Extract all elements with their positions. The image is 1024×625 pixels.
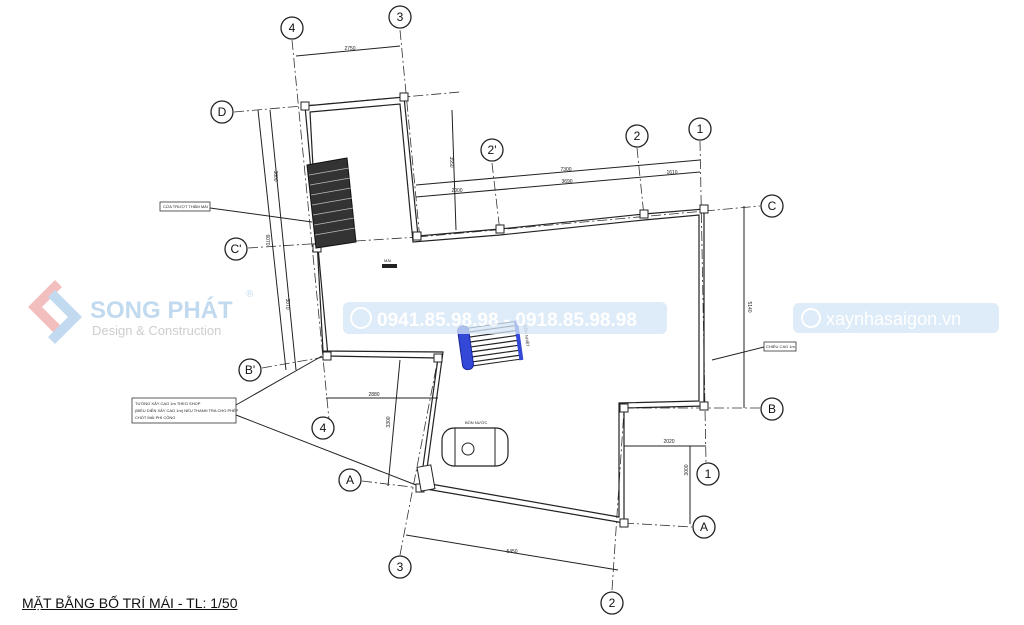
grid-bubble-2-bottom: 2 xyxy=(600,591,624,615)
svg-text:3: 3 xyxy=(397,10,404,24)
grid-bubble-D: D xyxy=(210,100,234,124)
wall-note-1: TƯỜNG XÂY CAO 1m THEO SHOP xyxy=(135,401,201,406)
svg-text:3: 3 xyxy=(397,560,404,574)
grid-bubble-A-right: A xyxy=(692,515,716,539)
dim-3800: 3800 xyxy=(272,170,278,181)
svg-text:B': B' xyxy=(245,363,255,377)
phone-icon xyxy=(350,307,372,329)
dim-7300: 7300 xyxy=(560,167,571,173)
grid-bubble-2-top: 2 xyxy=(625,124,649,148)
svg-text:A: A xyxy=(700,520,708,534)
dimension-lines xyxy=(209,45,765,571)
brand-name: SONG PHÁT xyxy=(90,296,233,324)
grid-bubble-A-left: A xyxy=(338,468,362,492)
grid-bubble-B: B xyxy=(760,397,784,421)
website: xaynhasaigon.vn xyxy=(826,309,961,329)
grid-bubble-C: C xyxy=(760,194,784,218)
svg-text:4: 4 xyxy=(289,21,296,35)
water-tank xyxy=(441,427,509,467)
wall-note-2: (BIỂU DIỄN XÂY CAO 1m) NẾU THANH TRA CHO… xyxy=(135,408,239,413)
wall-note-3: CHỐT MÁI PHÍ CÔNG xyxy=(135,415,175,420)
dim-2880: 2880 xyxy=(368,392,379,398)
svg-text:2: 2 xyxy=(609,596,616,610)
dim-3070: 3070 xyxy=(284,298,290,309)
grid-bubble-4-bottom: 4 xyxy=(311,416,335,440)
water-tank-label: BỒN NƯỚC xyxy=(465,420,488,425)
song-phat-logo xyxy=(28,280,82,344)
globe-icon xyxy=(801,308,821,328)
roof-hatch xyxy=(306,157,357,249)
svg-text:1: 1 xyxy=(697,122,704,136)
svg-text:B: B xyxy=(768,402,776,416)
height-note: CHIỀU CAO 1m xyxy=(766,344,796,349)
grid-bubble-3-top: 3 xyxy=(388,5,412,29)
solar-label: BỒN NHIỆT xyxy=(523,325,531,348)
grid-bubble-Cp: C' xyxy=(224,237,248,261)
dim-5450: 5450 xyxy=(506,549,517,555)
dim-2750: 2750 xyxy=(344,46,355,52)
svg-text:A: A xyxy=(346,473,354,487)
dim-2020: 2020 xyxy=(663,439,674,445)
dim-3000: 3000 xyxy=(684,464,690,475)
svg-text:C: C xyxy=(768,199,777,213)
svg-text:D: D xyxy=(218,105,227,119)
watermark: SONG PHÁT ® Design & Construction 0941.8… xyxy=(28,280,999,344)
drawing-title: MẶT BẰNG BỐ TRÍ MÁI - TL: 1/50 xyxy=(22,595,238,611)
grid-bubbles: 4 3 D 2' 2 1 C C' B' B 4 1 A A 3 2 xyxy=(210,5,784,615)
grid-bubble-1-bottom: 1 xyxy=(696,462,720,486)
grid-bubble-4-top: 4 xyxy=(280,16,304,40)
dim-3550: 3550 xyxy=(448,156,454,167)
dim-1610: 1610 xyxy=(666,170,677,176)
registered-mark: ® xyxy=(246,289,254,300)
svg-text:C': C' xyxy=(231,242,242,256)
svg-text:4: 4 xyxy=(320,421,327,435)
dim-3690: 3690 xyxy=(561,179,572,185)
dim-3300: 3300 xyxy=(386,416,392,427)
roof-drain xyxy=(416,464,436,492)
annotations: CỬA TRƯỢT THĂM MÁI TƯỜNG XÂY CAO 1m THEO… xyxy=(131,201,797,425)
grid-bubble-3-bottom: 3 xyxy=(388,555,412,579)
svg-text:2': 2' xyxy=(488,143,497,157)
grid-bubble-1-top: 1 xyxy=(688,117,712,141)
phone-numbers: 0941.85.98.98 - 0918.85.98.98 xyxy=(377,310,637,331)
dim-6070: 6070 xyxy=(264,234,270,245)
hatch-note: CỬA TRƯỢT THĂM MÁI xyxy=(163,204,208,209)
dim-2000: 2000 xyxy=(451,188,462,194)
dimension-values: 2750 7300 3690 1610 2000 3550 3800 6070 … xyxy=(264,46,752,555)
svg-text:1: 1 xyxy=(705,467,712,481)
grid-bubble-Bp: B' xyxy=(238,358,262,382)
brand-tagline: Design & Construction xyxy=(92,323,221,338)
roof-tag: MÁI xyxy=(384,258,391,263)
columns xyxy=(300,92,709,528)
grid-bubble-2p: 2' xyxy=(480,138,504,162)
dim-5140: 5140 xyxy=(746,301,752,312)
svg-text:2: 2 xyxy=(634,129,641,143)
